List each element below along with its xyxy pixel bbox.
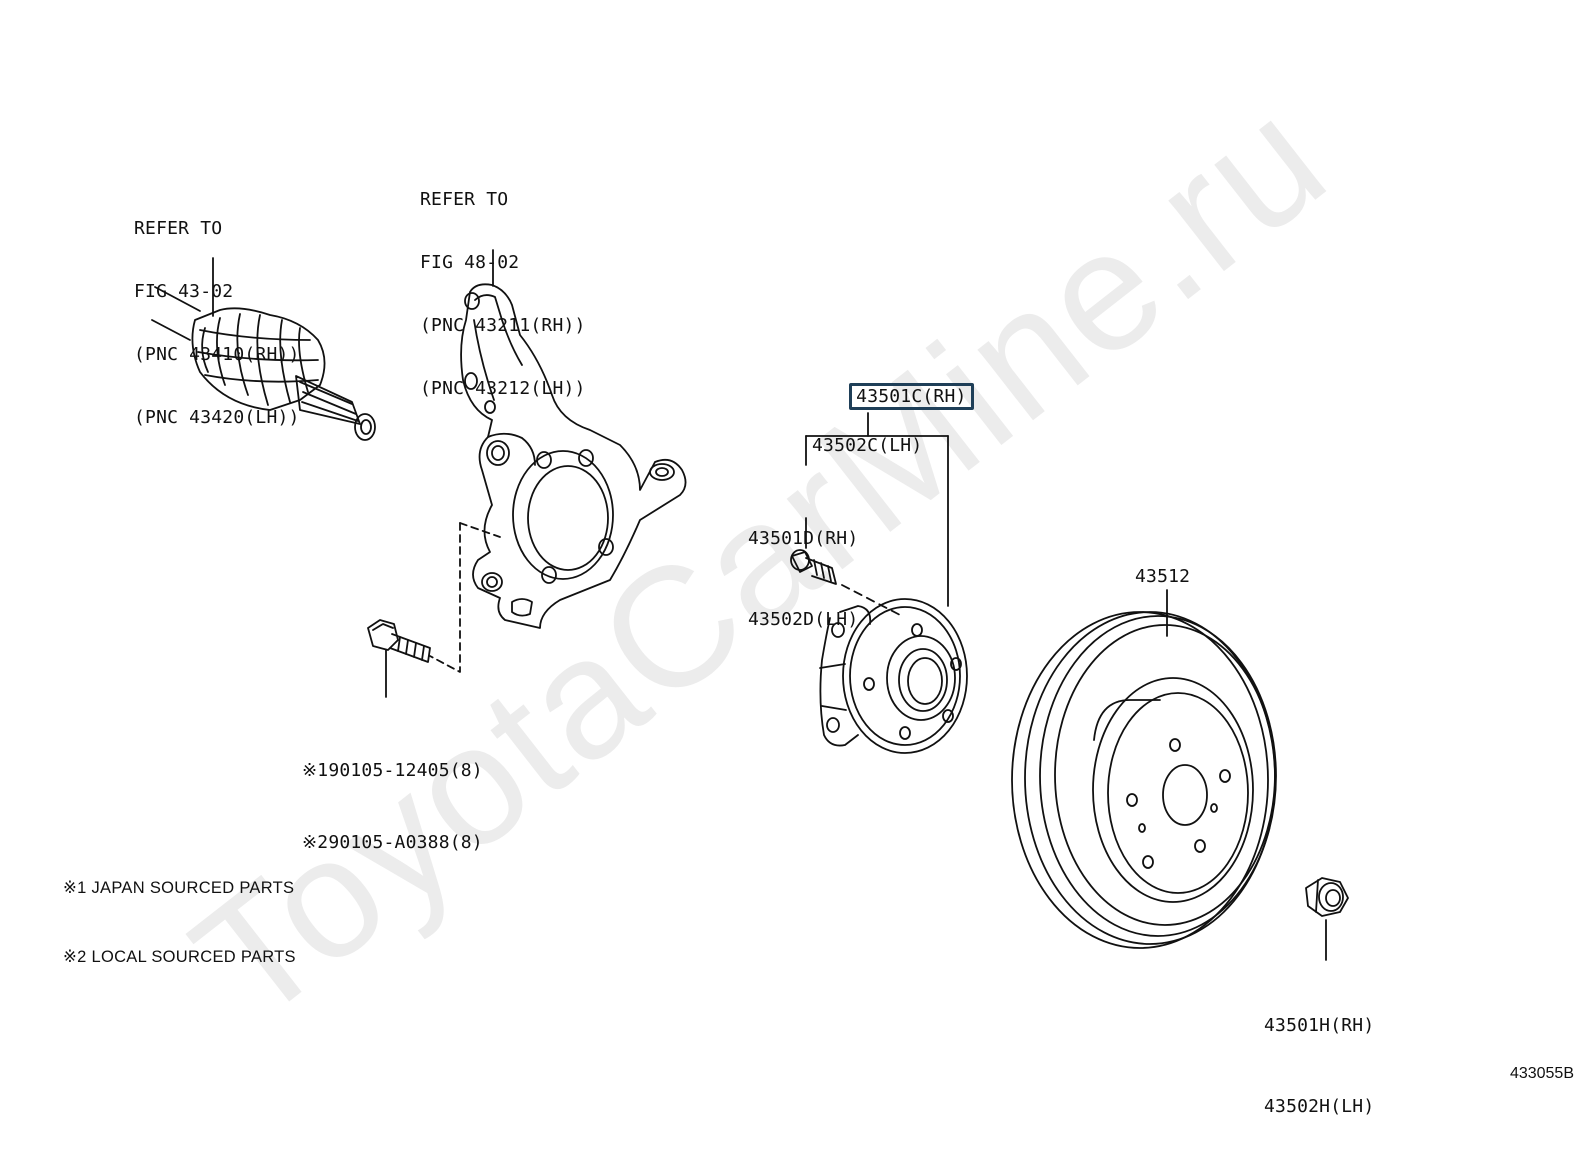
drive-shaft-callout: REFER TO FIG 43-02 (PNC 43410(RH)) (PNC … xyxy=(134,176,300,470)
knuckle-callout: REFER TO FIG 48-02 (PNC 43211(RH)) (PNC … xyxy=(420,147,586,441)
drive-shaft-callout-line2: FIG 43-02 xyxy=(134,281,234,302)
knuckle-callout-line4: (PNC 43212(LH)) xyxy=(420,378,586,399)
hub-nut-rh-part-number[interactable]: 43501H(RH) xyxy=(1264,1015,1375,1036)
hub-nut-lh-part-number[interactable]: 43502H(LH) xyxy=(1264,1096,1375,1117)
knuckle-callout-line1: REFER TO xyxy=(420,189,509,210)
hub-bolt-rh-part-number[interactable]: 43501D(RH) xyxy=(748,528,859,549)
drive-shaft-callout-line3: (PNC 43410(RH)) xyxy=(134,344,300,365)
hub-nut-illustration xyxy=(1305,877,1349,961)
note-local-sourced: ※2 LOCAL SOURCED PARTS xyxy=(63,948,296,966)
diagram-canvas: ToyotaCarMine.ru xyxy=(63,62,1574,1117)
note-japan-sourced: ※1 JAPAN SOURCED PARTS xyxy=(63,879,295,897)
drive-shaft-callout-line1: REFER TO xyxy=(134,218,223,239)
knuckle-bolt-callout: ※190105-12405(8) ※290105-A0388(8) xyxy=(302,711,483,903)
hub-assembly-illustration xyxy=(819,598,968,754)
steering-knuckle-illustration xyxy=(460,249,687,629)
brake-disc-illustration xyxy=(1011,589,1277,949)
hub-assembly-rh-part-number[interactable]: 43501C(RH) xyxy=(849,383,974,410)
knuckle-bolt-part-number-2[interactable]: ※290105-A0388(8) xyxy=(302,832,483,853)
parts-illustration xyxy=(151,249,1349,961)
hub-assembly-lh-part-number[interactable]: 43502C(LH) xyxy=(812,435,923,456)
knuckle-callout-line2: FIG 48-02 xyxy=(420,252,520,273)
sourcing-notes: ※1 JAPAN SOURCED PARTS ※2 LOCAL SOURCED … xyxy=(63,831,296,1015)
knuckle-bolt-illustration xyxy=(367,619,431,698)
hub-bolt-callout: 43501D(RH) 43502D(LH) xyxy=(748,471,858,687)
drive-shaft-callout-line4: (PNC 43420(LH)) xyxy=(134,407,300,428)
hub-bracket-lines xyxy=(805,412,949,607)
hub-bolt-lh-part-number[interactable]: 43502D(LH) xyxy=(748,609,859,630)
drive-shaft-illustration xyxy=(151,257,376,441)
brake-disc-part-number[interactable]: 43512 xyxy=(1135,566,1191,587)
knuckle-callout-line3: (PNC 43211(RH)) xyxy=(420,315,586,336)
hub-bolt-illustration xyxy=(790,549,837,585)
figure-id: 433055B xyxy=(1509,1065,1574,1082)
hub-assembly-callout: 43501C(RH) 43502C(LH) xyxy=(805,362,974,498)
knuckle-bolt-part-number-1[interactable]: ※190105-12405(8) xyxy=(302,760,483,781)
hub-nut-callout: 43501H(RH) 43502H(LH) xyxy=(1264,958,1374,1174)
